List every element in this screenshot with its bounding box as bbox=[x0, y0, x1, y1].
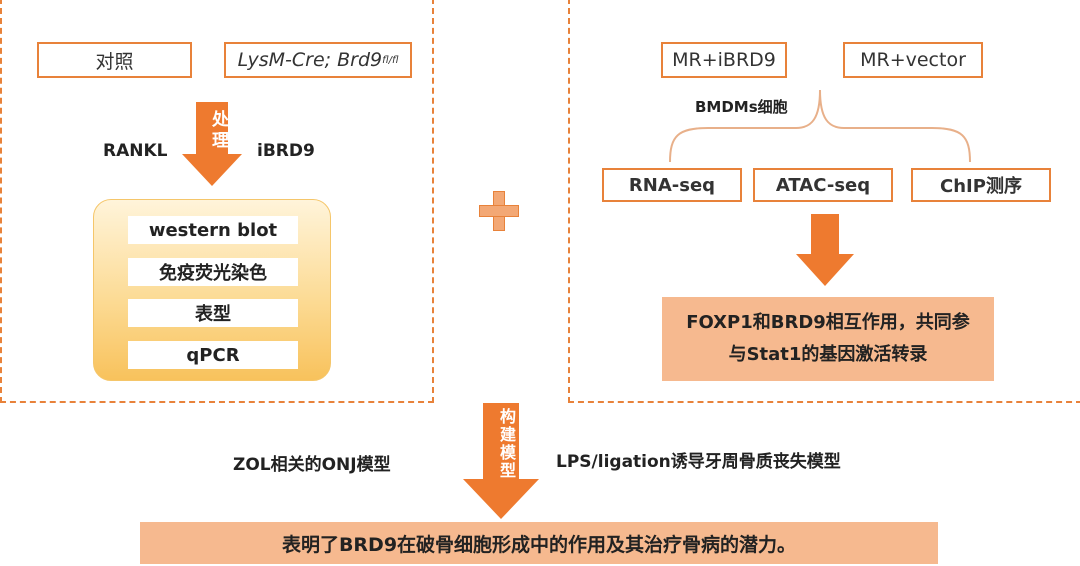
assay-qpcr: qPCR bbox=[128, 341, 298, 369]
mr-ibrd9-label: MR+iBRD9 bbox=[672, 49, 776, 71]
finding-line-1: FOXP1和BRD9相互作用，共同参 bbox=[686, 312, 970, 333]
atac-seq-box: ATAC-seq bbox=[753, 168, 893, 202]
conclusion-text: 表明了BRD9在破骨细胞形成中的作用及其治疗骨病的潜力。 bbox=[281, 533, 797, 556]
plus-icon bbox=[479, 191, 519, 231]
model-arrow-label: 构建模型 bbox=[497, 408, 516, 480]
treatment-arrow-label: 处理 bbox=[208, 110, 228, 152]
chip-seq-label: ChIP测序 bbox=[940, 176, 1022, 197]
assay-phenotype: 表型 bbox=[128, 299, 298, 327]
finding-box: FOXP1和BRD9相互作用，共同参 与Stat1的基因激活转录 bbox=[662, 297, 994, 381]
control-box: 对照 bbox=[37, 42, 192, 78]
analysis-arrow bbox=[796, 214, 854, 286]
conclusion-box: 表明了BRD9在破骨细胞形成中的作用及其治疗骨病的潜力。 bbox=[140, 522, 938, 564]
mr-ibrd9-box: MR+iBRD9 bbox=[661, 42, 787, 78]
finding-line-2: 与Stat1的基因激活转录 bbox=[728, 344, 928, 365]
left-panel bbox=[0, 0, 434, 403]
rankl-label: RANKL bbox=[103, 141, 168, 161]
chip-seq-box: ChIP测序 bbox=[911, 168, 1051, 202]
rna-seq-box: RNA-seq bbox=[602, 168, 742, 202]
model-arrow bbox=[463, 403, 539, 519]
onj-model-label: ZOL相关的ONJ模型 bbox=[233, 455, 391, 475]
rna-seq-label: RNA-seq bbox=[628, 174, 716, 196]
genotype-label: LysM-Cre; Brd9 bbox=[237, 49, 383, 71]
atac-seq-label: ATAC-seq bbox=[775, 174, 871, 196]
treatment-arrow bbox=[182, 102, 242, 186]
right-panel bbox=[568, 0, 1080, 403]
bmdm-label: BMDMs细胞 bbox=[695, 98, 788, 116]
control-label: 对照 bbox=[95, 50, 134, 73]
assay-western-blot: western blot bbox=[128, 216, 298, 244]
mr-vector-box: MR+vector bbox=[843, 42, 983, 78]
brace-connector bbox=[669, 89, 971, 163]
assay-stack: western blot 免疫荧光染色 表型 qPCR bbox=[93, 199, 331, 381]
periodontal-model-label: LPS/ligation诱导牙周骨质丧失模型 bbox=[556, 452, 841, 472]
ibrd9-label: iBRD9 bbox=[257, 141, 315, 161]
genotype-superscript: fl/fl bbox=[382, 54, 399, 66]
assay-immunofluorescence: 免疫荧光染色 bbox=[128, 258, 298, 286]
mr-vector-label: MR+vector bbox=[860, 49, 966, 71]
